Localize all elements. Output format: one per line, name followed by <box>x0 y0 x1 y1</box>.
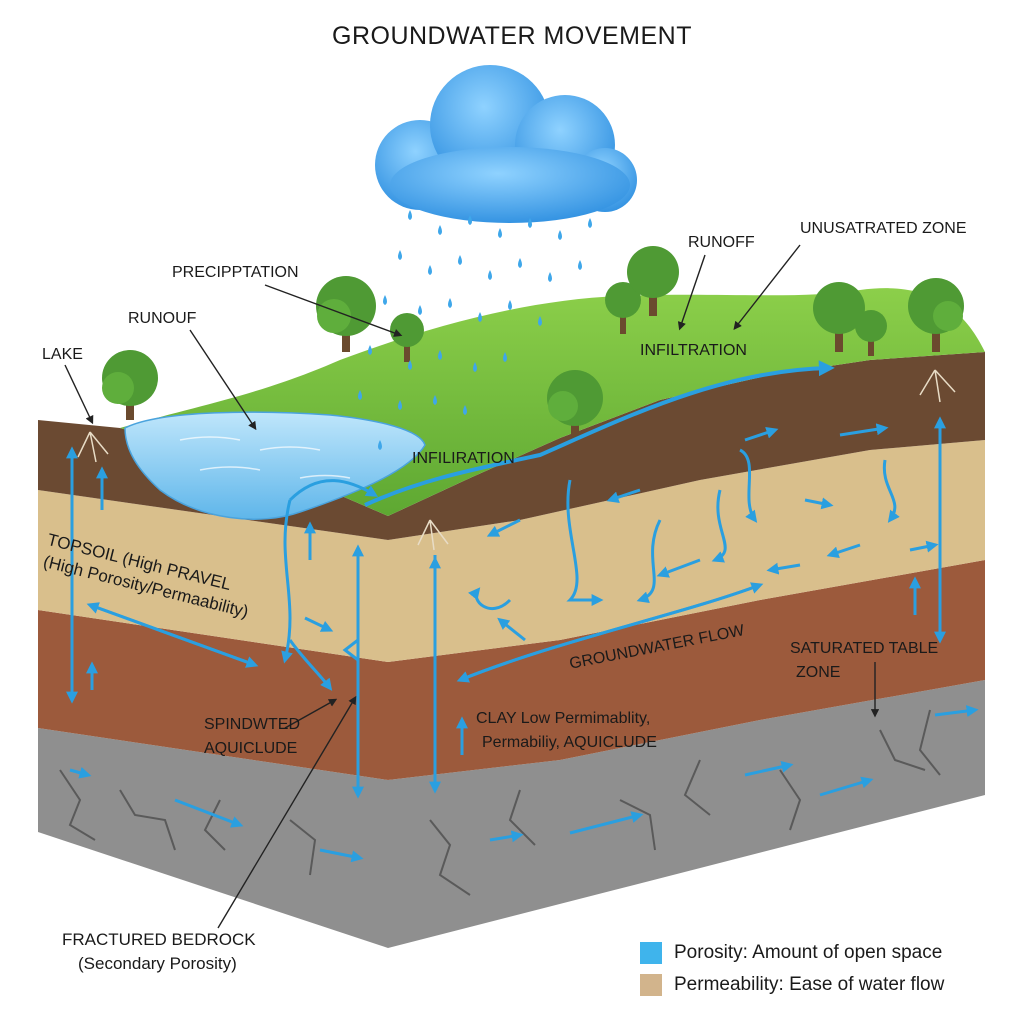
topsoil-layer-right <box>388 352 985 540</box>
label-saturated-line2: ZONE <box>796 664 841 681</box>
label-saturated-line1: SATURATED TABLE <box>790 640 939 657</box>
leader-bedrock <box>217 695 357 929</box>
rain-drops <box>358 210 592 450</box>
tree <box>547 370 603 442</box>
tree <box>813 282 865 352</box>
tree <box>855 310 887 356</box>
tree <box>102 350 158 420</box>
tree-roots <box>77 369 956 551</box>
leader-lines <box>64 244 880 929</box>
legend-item-permeability: Permeability: Ease of water flow <box>640 974 944 996</box>
legend-text-porosity: Porosity: Amount of open space <box>674 942 943 963</box>
label-lake: LAKE <box>42 346 83 363</box>
lake-ripples <box>179 436 351 479</box>
tree <box>605 282 641 334</box>
label-runouf: RUNOUF <box>128 310 197 327</box>
leader-unsaturated <box>733 244 801 330</box>
legend-text-permeability: Permeability: Ease of water flow <box>674 974 945 995</box>
label-infiltration: INFILTRATION <box>640 342 747 359</box>
label-spindwated-line1: SPINDWTED <box>204 716 300 733</box>
leader-runouf <box>189 329 257 431</box>
trees <box>102 246 964 442</box>
legend-swatch-permeability <box>640 974 662 996</box>
water-flow-arrows <box>66 360 979 863</box>
clay-layer-right <box>388 560 985 780</box>
leader-runoff <box>677 254 706 331</box>
legend-item-porosity: Porosity: Amount of open space <box>640 942 942 964</box>
label-clay-line1: CLAY Low Permimablity, <box>476 710 651 727</box>
legend-swatch-porosity <box>640 942 662 964</box>
leader-lake <box>64 364 94 425</box>
lake <box>124 411 426 520</box>
label-runoff: RUNOFF <box>688 234 755 251</box>
leader-precipitation <box>264 284 403 337</box>
label-precipitation: PRECIPPTATION <box>172 264 299 281</box>
diagram-title: GROUNDWATER MOVEMENT <box>332 22 692 50</box>
rain-cloud <box>375 65 637 223</box>
label-infiliration: INFILIRATION <box>412 450 515 467</box>
sand-layer-right <box>388 440 985 662</box>
label-bedrock-line1: FRACTURED BEDROCK <box>62 930 256 949</box>
tree <box>390 313 424 362</box>
tree <box>908 278 964 352</box>
tree <box>627 246 679 316</box>
block-right-face <box>388 352 985 948</box>
label-bedrock-line2: (Secondary Porosity) <box>78 954 237 973</box>
label-unsaturated-zone: UNUSATRATED ZONE <box>800 220 967 237</box>
surface-runoff-arrow <box>364 360 835 507</box>
label-clay-line2: Permabiliy, AQUICLUDE <box>482 734 657 751</box>
tree <box>316 276 376 352</box>
leader-spindwated <box>284 698 338 729</box>
bedrock-cracks <box>59 709 941 896</box>
label-spindwated-line2: AQUICLUDE <box>204 740 298 757</box>
bedrock-layer-right <box>388 680 985 948</box>
